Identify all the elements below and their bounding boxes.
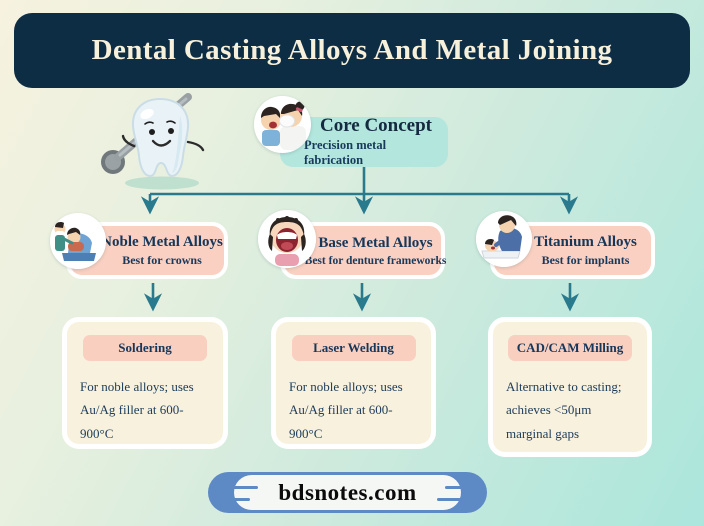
badge-dash-decoration <box>437 498 470 501</box>
card-body-text: For noble alloys; uses Au/Ag filler at 6… <box>80 379 194 441</box>
card-soldering: Soldering For noble alloys; uses Au/Ag f… <box>62 317 228 449</box>
core-concept-icon-circle <box>254 96 311 153</box>
header-banner: Dental Casting Alloys And Metal Joining <box>14 13 690 88</box>
branch-title: Noble Metal Alloys <box>101 233 223 250</box>
branch-subtitle: Best for denture frameworks <box>304 254 447 267</box>
dentist-examining-patient-icon <box>254 96 310 152</box>
branch-title: Titanium Alloys <box>534 233 637 250</box>
tooth-mascot-illustration <box>101 93 205 190</box>
page-title: Dental Casting Alloys And Metal Joining <box>91 34 613 66</box>
card-body-text: Alternative to casting; achieves <50μm m… <box>506 379 622 441</box>
card-cadcam-milling: CAD/CAM Milling Alternative to casting; … <box>488 317 652 457</box>
branch-noble-icon-circle <box>50 213 106 269</box>
badge-dash-decoration <box>225 486 258 489</box>
branch-base-icon-circle <box>258 210 316 268</box>
badge-dash-decoration <box>230 498 250 501</box>
branch-title: Base Metal Alloys <box>318 235 433 252</box>
site-badge-inner: bdsnotes.com <box>234 475 461 510</box>
site-badge[interactable]: bdsnotes.com <box>208 472 487 513</box>
core-concept-title: Core Concept <box>319 114 433 136</box>
site-name: bdsnotes.com <box>278 479 417 505</box>
branch-titanium-icon-circle <box>476 211 532 267</box>
open-mouth-icon <box>258 210 316 268</box>
card-title-pill: Laser Welding <box>291 335 416 361</box>
card-title-pill: CAD/CAM Milling <box>508 335 632 361</box>
badge-dash-decoration <box>445 486 465 489</box>
implant-procedure-icon <box>476 211 532 267</box>
card-title-pill: Soldering <box>82 335 208 361</box>
core-concept-subtitle: Precision metal fabrication <box>304 138 387 168</box>
branch-subtitle: Best for crowns <box>122 253 202 268</box>
card-body-text: For noble alloys; uses Au/Ag filler at 6… <box>289 379 403 441</box>
dental-chair-treatment-icon <box>50 213 106 269</box>
branch-subtitle: Best for implants <box>541 253 630 268</box>
card-laser-welding: Laser Welding For noble alloys; uses Au/… <box>271 317 436 449</box>
